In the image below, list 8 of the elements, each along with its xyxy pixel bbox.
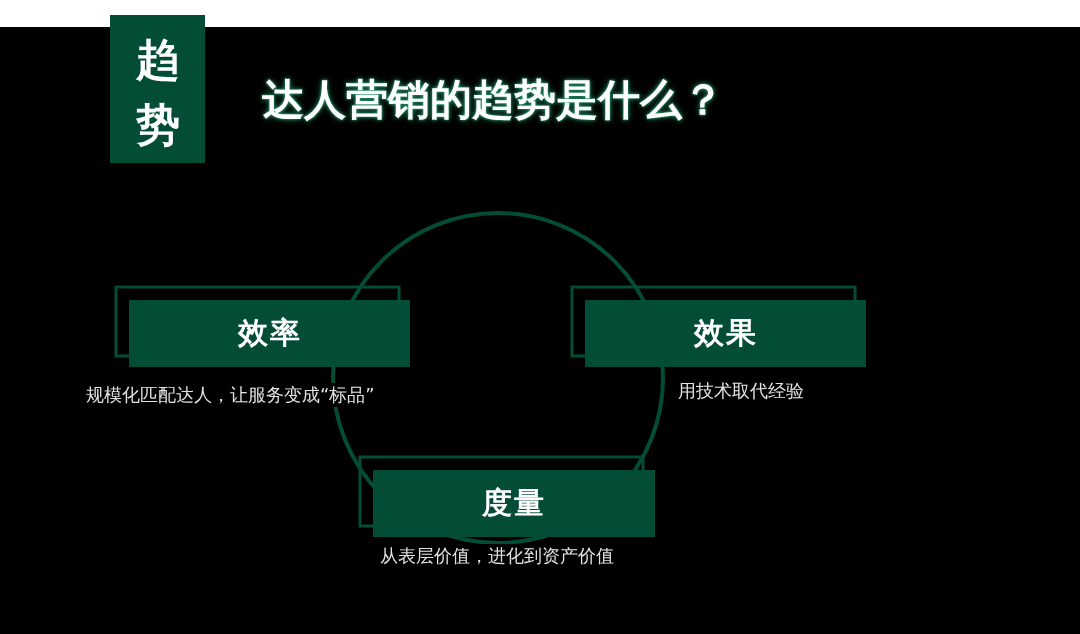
caption-text: 用技术取代经验: [678, 379, 804, 403]
tag-box: 趋势: [110, 15, 205, 163]
heading-box: 度量: [373, 470, 655, 537]
caption-text: 从表层价值，进化到资产价值: [380, 544, 614, 568]
heading-box: 效率: [129, 300, 410, 367]
heading-box: 效果: [585, 300, 866, 367]
caption-text: 规模化匹配达人，让服务变成“标品”: [86, 383, 375, 407]
slide-title: 达人营销的趋势是什么？: [262, 74, 724, 126]
